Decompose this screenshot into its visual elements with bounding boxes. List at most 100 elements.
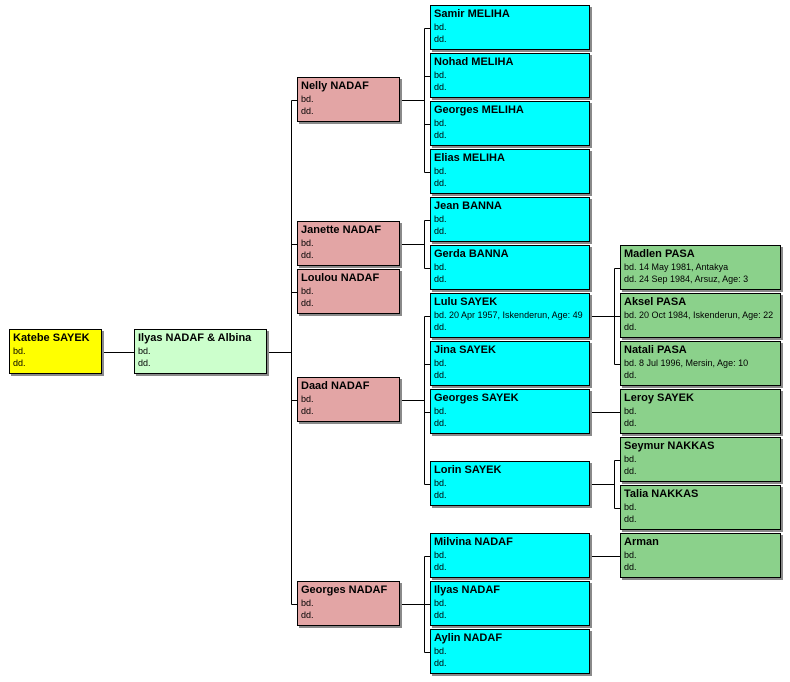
death-info: dd. [434,370,447,380]
person-card-arman[interactable]: Arman bd. dd. [620,533,781,578]
person-name: Samir MELIHA [434,8,510,20]
birth-info: bd. [434,646,447,656]
person-card-aksel-pasa[interactable]: Aksel PASA bd. 20 Oct 1984, Iskenderun, … [620,293,781,338]
person-name: Arman [624,536,659,548]
person-name: Janette NADAF [301,224,382,236]
birth-info: bd. [138,346,151,356]
birth-info: bd. [624,454,637,464]
death-info: dd. [434,490,447,500]
person-card-milvina-nadaf[interactable]: Milvina NADAF bd. dd. [430,533,590,578]
death-info: dd. [624,514,637,524]
person-card-katebe-sayek[interactable]: Katebe SAYEK bd. dd. [9,329,102,374]
person-card-madlen-pasa[interactable]: Madlen PASA bd. 14 May 1981, Antakya dd.… [620,245,781,290]
person-card-daad-nadaf[interactable]: Daad NADAF bd. dd. [297,377,400,422]
person-card-loulou-nadaf[interactable]: Loulou NADAF bd. dd. [297,269,400,314]
birth-info: bd. [13,346,26,356]
death-info: dd. [138,358,151,368]
person-card-ilyas-nadaf-albina[interactable]: Ilyas NADAF & Albina bd. dd. [134,329,267,374]
birth-info: bd. [434,22,447,32]
person-name: Georges SAYEK [434,392,519,404]
person-name: Daad NADAF [301,380,370,392]
birth-info: bd. 14 May 1981, Antakya [624,262,729,272]
person-name: Ilyas NADAF & Albina [138,332,252,344]
birth-info: bd. [434,118,447,128]
birth-info: bd. [434,478,447,488]
person-name: Lulu SAYEK [434,296,498,308]
death-info: dd. [434,322,447,332]
person-card-jean-banna[interactable]: Jean BANNA bd. dd. [430,197,590,242]
person-card-lorin-sayek[interactable]: Lorin SAYEK bd. dd. [430,461,590,506]
death-info: dd. [434,226,447,236]
person-card-seymur-nakkas[interactable]: Seymur NAKKAS bd. dd. [620,437,781,482]
death-info: dd. [13,358,26,368]
person-name: Madlen PASA [624,248,695,260]
person-name: Georges MELIHA [434,104,524,116]
birth-info: bd. [434,214,447,224]
person-card-ilyas-nadaf-jr[interactable]: Ilyas NADAF bd. dd. [430,581,590,626]
person-name: Nohad MELIHA [434,56,514,68]
birth-info: bd. [434,166,447,176]
person-card-nohad-meliha[interactable]: Nohad MELIHA bd. dd. [430,53,590,98]
person-card-janette-nadaf[interactable]: Janette NADAF bd. dd. [297,221,400,266]
birth-info: bd. 8 Jul 1996, Mersin, Age: 10 [624,358,749,368]
person-name: Gerda BANNA [434,248,509,260]
death-info: dd. [301,250,314,260]
death-info: dd. [301,106,314,116]
death-info: dd. [624,322,637,332]
person-card-jina-sayek[interactable]: Jina SAYEK bd. dd. [430,341,590,386]
birth-info: bd. [301,94,314,104]
birth-info: bd. [624,406,637,416]
person-name: Aksel PASA [624,296,687,308]
person-name: Leroy SAYEK [624,392,694,404]
death-info: dd. [624,562,637,572]
person-name: Aylin NADAF [434,632,503,644]
person-card-talia-nakkas[interactable]: Talia NAKKAS bd. dd. [620,485,781,530]
death-info: dd. [301,406,314,416]
death-info: dd. [301,298,314,308]
birth-info: bd. [434,598,447,608]
person-name: Seymur NAKKAS [624,440,715,452]
person-name: Katebe SAYEK [13,332,90,344]
death-info: dd. [624,418,637,428]
person-card-aylin-nadaf[interactable]: Aylin NADAF bd. dd. [430,629,590,674]
death-info: dd. [624,370,637,380]
person-name: Milvina NADAF [434,536,513,548]
death-info: dd. [434,130,447,140]
birth-info: bd. [301,238,314,248]
person-name: Loulou NADAF [301,272,380,284]
death-info: dd. 24 Sep 1984, Arsuz, Age: 3 [624,274,749,284]
person-card-georges-meliha[interactable]: Georges MELIHA bd. dd. [430,101,590,146]
birth-info: bd. [301,394,314,404]
birth-info: bd. [434,70,447,80]
person-name: Natali PASA [624,344,687,356]
death-info: dd. [434,610,447,620]
person-name: Georges NADAF [301,584,388,596]
person-card-lulu-sayek[interactable]: Lulu SAYEK bd. 20 Apr 1957, Iskenderun, … [430,293,590,338]
person-name: Nelly NADAF [301,80,369,92]
birth-info: bd. [434,406,447,416]
birth-info: bd. [434,550,447,560]
person-card-elias-meliha[interactable]: Elias MELIHA bd. dd. [430,149,590,194]
person-name: Jean BANNA [434,200,502,212]
person-name: Lorin SAYEK [434,464,502,476]
death-info: dd. [434,562,447,572]
birth-info: bd. [301,598,314,608]
person-card-samir-meliha[interactable]: Samir MELIHA bd. dd. [430,5,590,50]
death-info: dd. [434,418,447,428]
person-name: Jina SAYEK [434,344,496,356]
person-card-georges-sayek[interactable]: Georges SAYEK bd. dd. [430,389,590,434]
birth-info: bd. [434,262,447,272]
person-card-gerda-banna[interactable]: Gerda BANNA bd. dd. [430,245,590,290]
death-info: dd. [434,658,447,668]
person-card-georges-nadaf[interactable]: Georges NADAF bd. dd. [297,581,400,626]
death-info: dd. [301,610,314,620]
death-info: dd. [624,466,637,476]
birth-info: bd. [624,550,637,560]
person-name: Talia NAKKAS [624,488,699,500]
person-card-natali-pasa[interactable]: Natali PASA bd. 8 Jul 1996, Mersin, Age:… [620,341,781,386]
person-card-leroy-sayek[interactable]: Leroy SAYEK bd. dd. [620,389,781,434]
person-card-nelly-nadaf[interactable]: Nelly NADAF bd. dd. [297,77,400,122]
birth-info: bd. [434,358,447,368]
